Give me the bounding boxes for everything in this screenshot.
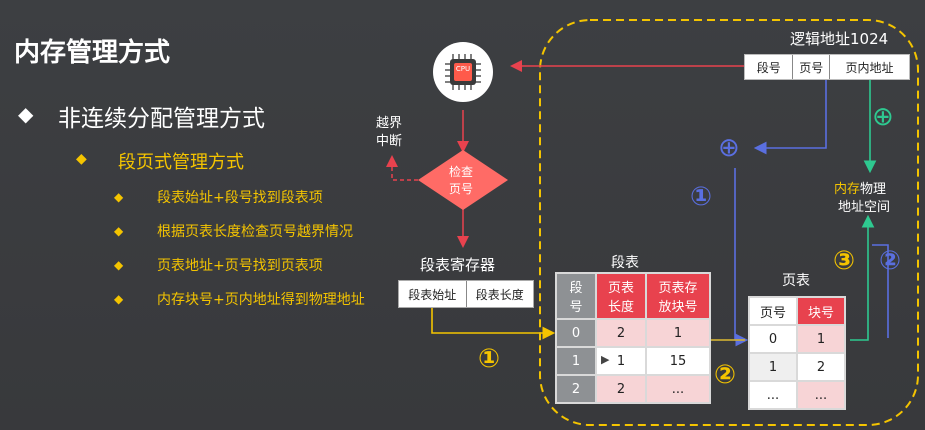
table-cell: 0	[555, 318, 597, 348]
table-cell: ...	[796, 380, 846, 410]
logical-field-page: 页号	[793, 55, 830, 79]
level3-bullet-text: 页表地址+页号找到页表项	[157, 258, 323, 274]
level3-bullet-icon: ◆	[114, 258, 124, 272]
table-cell: 2	[595, 318, 647, 348]
table-cell: ...	[645, 374, 711, 404]
step-marker-blue-1: ①	[690, 182, 713, 212]
table-row: ... ...	[748, 380, 846, 410]
level1-bullet-text: 非连续分配管理方式	[58, 106, 265, 132]
table-cell: 2	[595, 374, 647, 404]
physical-rest: 物理	[860, 182, 887, 197]
level3-bullet-icon: ◆	[114, 224, 124, 238]
segment-register-label: 段表寄存器	[420, 256, 496, 274]
mouse-cursor-icon: ▶	[601, 353, 610, 366]
overflow-label-line1: 越界	[376, 116, 403, 131]
level3-bullet-text: 内存块号+页内地址得到物理地址	[157, 292, 365, 308]
cpu-chip-icon	[433, 42, 493, 102]
segment-header-pagelen: 页表长度	[595, 272, 647, 320]
page-table: 页号 块号 0 1 1 2 ... ...	[748, 296, 846, 410]
segment-header-block: 页表存放块号	[645, 272, 711, 320]
physical-address-label-line2: 地址空间	[838, 200, 891, 215]
step-marker-blue-2: ②	[879, 246, 902, 276]
table-cell: 1	[595, 346, 647, 376]
table-row: 0 2 1	[555, 318, 711, 348]
table-cell: 0	[748, 324, 798, 354]
physical-address-label-line1: 内存物理	[834, 178, 886, 197]
table-row: 0 1	[748, 324, 846, 354]
page-title: 内存管理方式	[14, 38, 171, 68]
segment-table-label: 段表	[611, 255, 639, 271]
level3-bullet-text: 段表始址+段号找到段表项	[157, 190, 323, 206]
overflow-label-line2: 中断	[376, 134, 403, 149]
register-field-base: 段表始址	[399, 281, 467, 307]
segment-table: 段号 页表长度 页表存放块号 0 2 1 1 1 15 2 2 ...	[555, 272, 711, 404]
check-label-line2: 页号	[449, 182, 474, 196]
add-symbol-green: ⊕	[872, 102, 894, 132]
table-cell: 1	[645, 318, 711, 348]
level3-bullet-icon: ◆	[114, 190, 124, 204]
table-row: 1 1 15	[555, 346, 711, 376]
check-label-line1: 检查	[449, 165, 474, 179]
table-cell: ...	[748, 380, 798, 410]
table-cell: 2	[796, 352, 846, 382]
level1-bullet-icon: ◆	[18, 102, 34, 126]
table-cell: 1	[796, 324, 846, 354]
step-marker-yellow-2: ②	[714, 360, 737, 390]
table-cell: 1	[555, 346, 597, 376]
segment-header-seg: 段号	[555, 272, 597, 320]
table-cell: 15	[645, 346, 711, 376]
level2-bullet-icon: ◆	[76, 151, 87, 167]
level3-bullet-text: 根据页表长度检查页号越界情况	[157, 224, 353, 240]
add-symbol-blue: ⊕	[718, 133, 740, 163]
logical-address-label: 逻辑地址1024	[790, 30, 889, 48]
register-field-length: 段表长度	[475, 287, 524, 302]
page-header-block: 块号	[796, 296, 846, 326]
memory-region-outline	[539, 19, 919, 426]
cpu-label: CPU	[455, 65, 471, 73]
table-header-row: 页号 块号	[748, 296, 846, 326]
logical-field-offset: 页内地址	[845, 60, 894, 75]
table-cell: 2	[555, 374, 597, 404]
check-diamond	[418, 150, 508, 210]
table-cell: 1	[748, 352, 798, 382]
step-marker-yellow-3: ③	[833, 246, 856, 276]
physical-highlight: 内存	[834, 182, 861, 197]
page-header-page: 页号	[748, 296, 798, 326]
level2-bullet-text: 段页式管理方式	[118, 152, 244, 173]
logical-field-segment: 段号	[745, 55, 794, 79]
table-header-row: 段号 页表长度 页表存放块号	[555, 272, 711, 320]
step-marker-yellow-1: ①	[478, 344, 501, 374]
table-row: 1 2	[748, 352, 846, 382]
page-table-label: 页表	[782, 273, 810, 289]
table-row: 2 2 ...	[555, 374, 711, 404]
segment-register-box: 段表始址 段表长度	[398, 280, 534, 308]
level3-bullet-icon: ◆	[114, 292, 124, 306]
logical-address-box: 段号 页号 页内地址	[744, 54, 910, 80]
